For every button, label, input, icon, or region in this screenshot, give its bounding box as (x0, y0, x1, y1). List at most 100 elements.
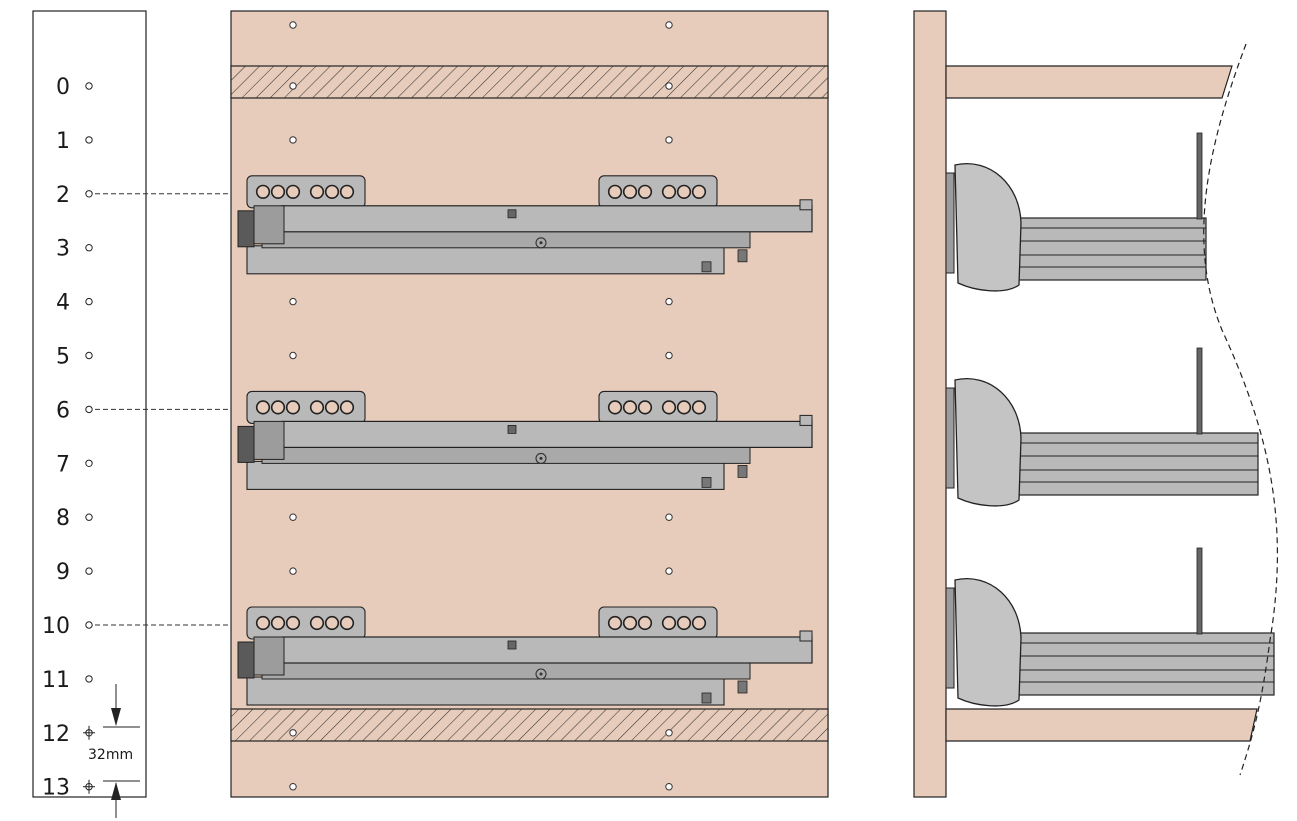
panel-hole-icon (289, 351, 297, 360)
screw-hole-icon (637, 400, 653, 415)
rear-pin (1196, 347, 1203, 435)
panel-hole-icon (289, 297, 297, 306)
rail-profile (1009, 432, 1259, 496)
screw-hole-icon (661, 184, 677, 199)
row-number: 7 (56, 452, 70, 477)
panel-hole-icon (289, 136, 297, 144)
gauge-hole-icon (85, 351, 93, 360)
lock-housing (253, 636, 285, 676)
screw-hole-icon (637, 615, 653, 631)
screw-hole-icon (676, 184, 692, 199)
side-bracket (945, 172, 955, 274)
panel-hole-icon (289, 783, 297, 791)
side-bracket (945, 387, 955, 489)
panel-hole-icon (289, 21, 297, 29)
screw-hole-icon (309, 400, 325, 415)
rear-pin (1196, 132, 1203, 220)
screw-hole-icon (324, 615, 340, 631)
gauge-hole-icon (85, 513, 93, 521)
screw-hole-icon (691, 400, 707, 415)
drawer-slide (237, 175, 813, 275)
gauge-hole-icon (85, 297, 93, 306)
gauge-hole-icon (85, 82, 93, 90)
drawer-slides (237, 175, 813, 706)
top-shelf (945, 65, 1233, 99)
top-shelf-hatched (230, 65, 829, 99)
screw-hole-icon (255, 400, 271, 415)
upper-rail (281, 205, 813, 233)
bottom-shelf (945, 708, 1258, 742)
row-number: 12 (42, 722, 70, 747)
gauge-hole-icon (85, 190, 93, 198)
front-clip (954, 578, 1022, 707)
panel-hole-icon (665, 729, 673, 737)
rail-tab (507, 424, 517, 434)
row-number: 6 (56, 398, 70, 423)
panel-hole-icon (665, 567, 673, 575)
lock-housing (253, 205, 285, 245)
drawer-slide (237, 390, 813, 490)
rear-hook (799, 414, 813, 426)
screw-hole-icon (285, 400, 301, 415)
side-section-view (913, 10, 1278, 798)
panel-hole-icon (665, 297, 673, 306)
cabinet-side-panel (230, 10, 829, 798)
gear-center (539, 672, 543, 676)
front-clip (954, 163, 1022, 292)
side-slide-profiles (945, 132, 1275, 707)
screw-hole-icon (661, 400, 677, 415)
screw-hole-icon (270, 400, 286, 415)
rear-hook (799, 199, 813, 211)
slide-profile (945, 547, 1275, 707)
panel-hole-icon (289, 82, 297, 90)
lock-housing (253, 420, 285, 460)
panel-hole-icon (665, 21, 673, 29)
front-lock (237, 641, 255, 679)
front-lock (237, 210, 255, 248)
screw-hole-icon (309, 184, 325, 199)
row-number: 8 (56, 506, 70, 531)
front-lock (237, 425, 255, 463)
gauge-hole-icon (85, 567, 93, 575)
gauge-hole-icon (85, 675, 93, 683)
rail-profile (1009, 632, 1275, 696)
side-bracket (945, 587, 955, 689)
lower-runner (246, 245, 725, 275)
panel-hole-icon (289, 729, 297, 737)
screw-hole-icon (607, 400, 623, 415)
end-stop (737, 249, 748, 263)
gear-center (539, 241, 543, 245)
end-stop (737, 680, 748, 694)
gear-center (539, 456, 543, 460)
gauge-hole-icon (85, 244, 93, 252)
screw-hole-icon (339, 184, 355, 199)
lower-runner (246, 676, 725, 706)
screw-hole-icon (622, 400, 638, 415)
rail-profile (1009, 217, 1207, 281)
panel-hole-icon (665, 136, 673, 144)
screw-hole-icon (270, 184, 286, 199)
bottom-shelf-hatched (230, 708, 829, 742)
screw-hole-icon (255, 184, 271, 199)
rear-hook (799, 630, 813, 642)
rail-tab (507, 209, 517, 219)
panel-hole-icon (289, 567, 297, 575)
row-number: 11 (42, 668, 70, 693)
screw-hole-icon (676, 615, 692, 631)
upper-rail (281, 636, 813, 664)
row-number: 1 (56, 129, 70, 154)
end-stop (701, 692, 712, 704)
dimension-marker: 32mm (88, 684, 140, 818)
front-clip (954, 378, 1022, 507)
dimension-label: 32mm (88, 747, 133, 763)
row-number: 13 (42, 776, 70, 801)
row-number: 0 (56, 75, 70, 100)
rear-pin (1196, 547, 1203, 635)
screw-hole-icon (637, 184, 653, 199)
screw-hole-icon (285, 184, 301, 199)
row-number: 10 (42, 614, 70, 639)
gauge-hole-icon (85, 621, 93, 629)
screw-hole-icon (255, 615, 271, 631)
drawer-slide (237, 606, 813, 706)
